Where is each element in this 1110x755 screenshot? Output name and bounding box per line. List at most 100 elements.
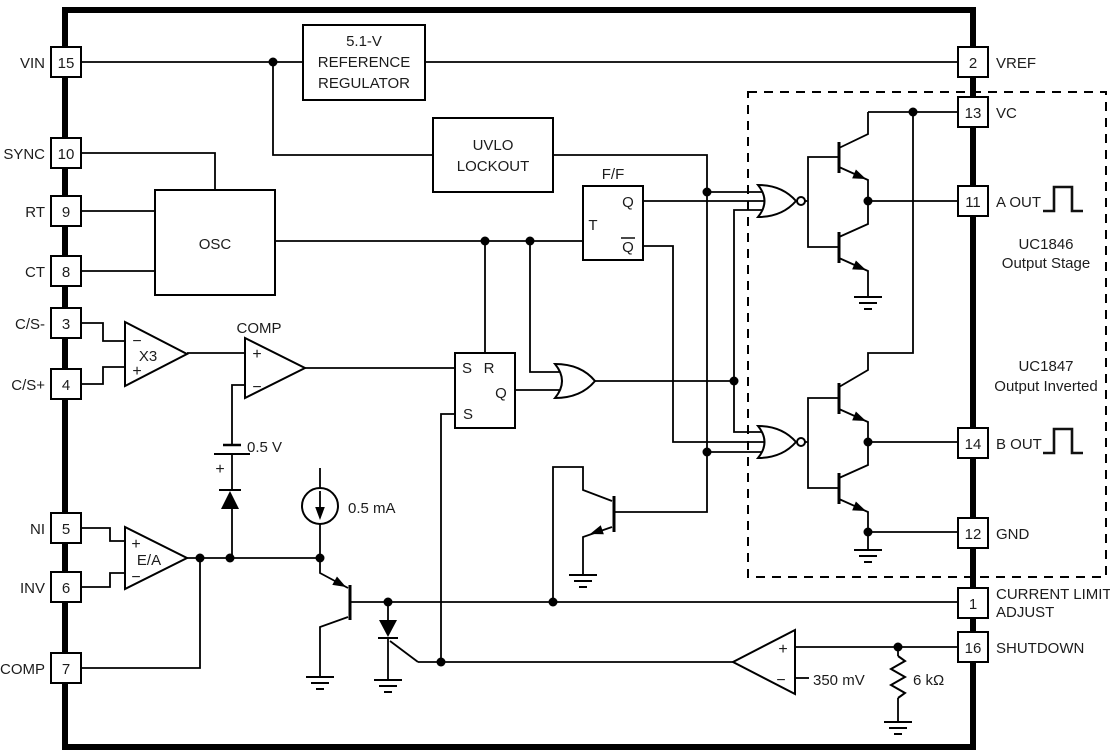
pin-number: 16	[965, 640, 982, 657]
shutdown-comparator: + −	[730, 628, 796, 696]
comp-label: COMP	[237, 320, 282, 337]
pin-vref: 2 VREF	[957, 46, 1036, 78]
pin-ct: 8 CT	[25, 255, 82, 287]
pin-label: CURRENT LIMIT	[996, 586, 1110, 603]
pin-label: SHUTDOWN	[996, 640, 1084, 657]
or-gate	[552, 362, 597, 400]
current-source: 0.5 mA	[301, 487, 396, 525]
output-stage-annotations: UC1846 Output Stage UC1847 Output Invert…	[994, 236, 1097, 395]
output-stage-dashed-box	[747, 91, 1107, 578]
diode-up-icon	[219, 489, 241, 509]
pin-number: 11	[965, 194, 981, 211]
pin-rt: 9 RT	[25, 195, 82, 227]
svg-text:R: R	[484, 360, 495, 377]
svg-text:−: −	[252, 379, 261, 396]
svg-text:Q: Q	[495, 385, 507, 402]
current-sense-amp: − X3 +	[124, 320, 190, 388]
ground-icon	[305, 676, 335, 690]
svg-text:S: S	[463, 406, 473, 423]
resistor-6k: 6 kΩ	[888, 655, 944, 699]
pin-number: 2	[969, 55, 977, 72]
svg-text:+: +	[252, 346, 261, 363]
pin-vc: 13 VC	[957, 96, 1017, 128]
pin-label: INV	[20, 580, 45, 597]
battery-value: 0.5 V	[247, 439, 282, 456]
pin-vin: 15 VIN	[20, 46, 82, 78]
diode-down-icon	[378, 620, 398, 639]
pin-a-out: 11 A OUT	[957, 185, 1041, 217]
uc1847-label: UC1847	[1018, 358, 1073, 375]
pin-gnd: 12 GND	[957, 517, 1030, 549]
x3-label: X3	[139, 348, 157, 365]
svg-text:Q: Q	[622, 239, 634, 256]
ground-icon	[853, 296, 883, 310]
pulse-waveform-icon	[1043, 427, 1083, 455]
pin-label: RT	[25, 204, 45, 221]
wires	[81, 61, 958, 722]
pin-number: 1	[969, 596, 977, 613]
current-source-value: 0.5 mA	[348, 500, 396, 517]
x3-plus-sign: +	[132, 363, 141, 380]
pin-label: VIN	[20, 55, 45, 72]
pin-current-limit-adjust: 1 CURRENT LIMIT ADJUST	[957, 586, 1110, 621]
pin-number: 8	[62, 264, 70, 281]
nor-gate-b	[755, 424, 806, 460]
svg-text:REGULATOR: REGULATOR	[318, 75, 410, 92]
pin-ni: 5 NI	[30, 512, 82, 544]
pin-number: 6	[62, 580, 70, 597]
uc1846-label: UC1846	[1018, 236, 1073, 253]
pwm-latch: S R Q S	[454, 352, 516, 429]
svg-text:−: −	[131, 569, 140, 586]
ground-icon	[883, 721, 913, 735]
pin-sync: 10 SYNC	[3, 137, 82, 169]
osc-label: OSC	[199, 236, 232, 253]
pin-number: 9	[62, 204, 70, 221]
pin-number: 3	[62, 316, 70, 333]
pin-number: 14	[965, 436, 982, 453]
pin-label: A OUT	[996, 194, 1041, 211]
svg-text:LOCKOUT: LOCKOUT	[457, 158, 530, 175]
pin-label-line2: ADJUST	[996, 604, 1054, 621]
battery-plus-sign: +	[215, 461, 224, 478]
pin-label: VREF	[996, 55, 1036, 72]
pin-number: 4	[62, 377, 70, 394]
pulse-waveform-icon	[1043, 185, 1083, 213]
svg-text:+: +	[778, 641, 787, 658]
reference-regulator-block: 5.1-V REFERENCE REGULATOR	[302, 24, 426, 101]
svg-text:Output Stage: Output Stage	[1002, 255, 1090, 272]
junction-dots	[195, 57, 918, 667]
inverter-bubble	[796, 437, 806, 447]
toggle-flip-flop: F/F T Q Q	[582, 166, 644, 261]
svg-text:+: +	[131, 536, 140, 553]
ground-symbols	[305, 296, 913, 735]
svg-text:S: S	[462, 360, 472, 377]
pin-cs-minus: 3 C/S-	[15, 307, 82, 339]
svg-text:REFERENCE: REFERENCE	[318, 54, 411, 71]
pin-label: B OUT	[996, 436, 1042, 453]
ground-icon	[568, 574, 598, 588]
pin-shutdown: 16 SHUTDOWN	[957, 631, 1084, 663]
pin-cs-plus: 4 C/S+	[11, 368, 82, 400]
pin-number: 7	[62, 661, 70, 678]
pin-number: 15	[58, 55, 75, 72]
svg-text:T: T	[588, 217, 597, 234]
ground-icon	[853, 549, 883, 563]
svg-text:Q: Q	[622, 194, 634, 211]
uvlo-label: UVLO	[473, 137, 514, 154]
flip-flop-title: F/F	[602, 166, 625, 183]
pin-b-out: 14 B OUT	[957, 427, 1042, 459]
pin-label: SYNC	[3, 146, 45, 163]
oscillator-block: OSC	[154, 189, 276, 296]
resistor-value: 6 kΩ	[913, 672, 944, 689]
inverter-bubble	[796, 196, 806, 206]
pin-label: GND	[996, 526, 1030, 543]
transistor-bars	[348, 142, 841, 620]
shutdown-ref-value: 350 mV	[813, 672, 865, 689]
pin-label: C/S-	[15, 316, 45, 333]
pwm-comparator: COMP + −	[237, 320, 308, 400]
uvlo-block: UVLO LOCKOUT	[432, 117, 554, 193]
pin-inv: 6 INV	[20, 571, 82, 603]
x3-minus-sign: −	[132, 333, 141, 350]
nor-gate-a	[755, 183, 806, 219]
